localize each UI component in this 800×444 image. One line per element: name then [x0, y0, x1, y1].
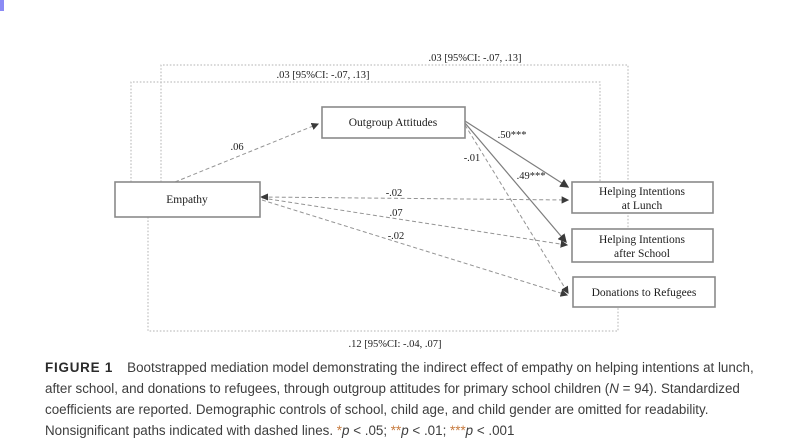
path-diagram-canvas: Empathy Outgroup Attitudes Helping Inten… — [114, 53, 716, 350]
helping-lunch-box — [571, 181, 714, 214]
path-empathy-donations — [261, 199, 569, 297]
ci-label-after-school: .03 [95%CI: -.07, .13] — [428, 53, 521, 64]
helping-lunch-box-label-line1: Helping Intentions — [599, 186, 685, 198]
caption-n-symbol: N — [609, 381, 619, 396]
sig-stars-001: *** — [450, 423, 466, 438]
sig-note-05: *p < .05; — [337, 423, 391, 438]
sig-stars-01: ** — [390, 423, 402, 438]
coef-outgroup-lunch: .50*** — [498, 130, 527, 141]
route-indirect-lunch — [130, 81, 601, 182]
sig-rest-001: < .001 — [473, 423, 515, 438]
route-indirect-donations — [147, 217, 619, 332]
sig-p-001: p — [465, 423, 474, 438]
coef-empathy-after-school: .07 — [389, 208, 402, 219]
outgroup-attitudes-box-label: Outgroup Attitudes — [349, 117, 438, 129]
sig-rest-01: < .01; — [408, 423, 451, 438]
helping-after-school-box-label-line1: Helping Intentions — [599, 234, 685, 246]
caption-after-n-text: = 94). Standardized coefficients are rep… — [45, 381, 740, 438]
coef-outgroup-donations: -.01 — [464, 153, 481, 164]
mediation-model-diagram: Empathy Outgroup Attitudes Helping Inten… — [114, 53, 716, 350]
helping-after-school-box-label-line2: after School — [614, 248, 670, 260]
sig-note-001: ***p < .001 — [450, 423, 514, 438]
arrowhead-into-empathy — [260, 193, 268, 201]
figure-number-label: FIGURE 1 — [45, 360, 114, 375]
sig-p-05: p — [342, 423, 350, 438]
sig-rest-05: < .05; — [349, 423, 391, 438]
coef-empathy-donations: -.02 — [388, 231, 405, 242]
path-empathy-after-school — [261, 197, 569, 248]
helping-lunch-box-label-line2: at Lunch — [622, 200, 663, 212]
coef-empathy-lunch: -.02 — [386, 188, 403, 199]
sig-note-01: **p < .01; — [391, 423, 450, 438]
outgroup-attitudes-box — [321, 106, 466, 139]
caption-body-text: Bootstrapped mediation model demonstrati… — [45, 360, 754, 396]
path-empathy-outgroup — [174, 122, 320, 183]
path-outgroup-donations — [464, 124, 569, 294]
route-indirect-after-school — [160, 64, 629, 229]
donations-box — [572, 276, 716, 308]
sig-stars-05: * — [336, 423, 343, 438]
path-outgroup-after-school — [464, 122, 567, 244]
donations-box-label: Donations to Refugees — [592, 287, 697, 299]
coef-empathy-outgroup: .06 — [230, 142, 243, 153]
ci-label-lunch: .03 [95%CI: -.07, .13] — [276, 70, 369, 81]
coef-outgroup-after-school: .49*** — [517, 171, 546, 182]
empathy-box-label: Empathy — [166, 194, 208, 206]
sig-p-01: p — [401, 423, 409, 438]
path-empathy-lunch — [261, 196, 570, 204]
ci-label-donations: .12 [95%CI: -.04, .07] — [348, 339, 441, 350]
path-outgroup-lunch — [464, 120, 570, 188]
helping-after-school-box — [571, 228, 714, 263]
empathy-box — [114, 181, 261, 218]
screenshot-corner-artifact — [0, 0, 4, 11]
